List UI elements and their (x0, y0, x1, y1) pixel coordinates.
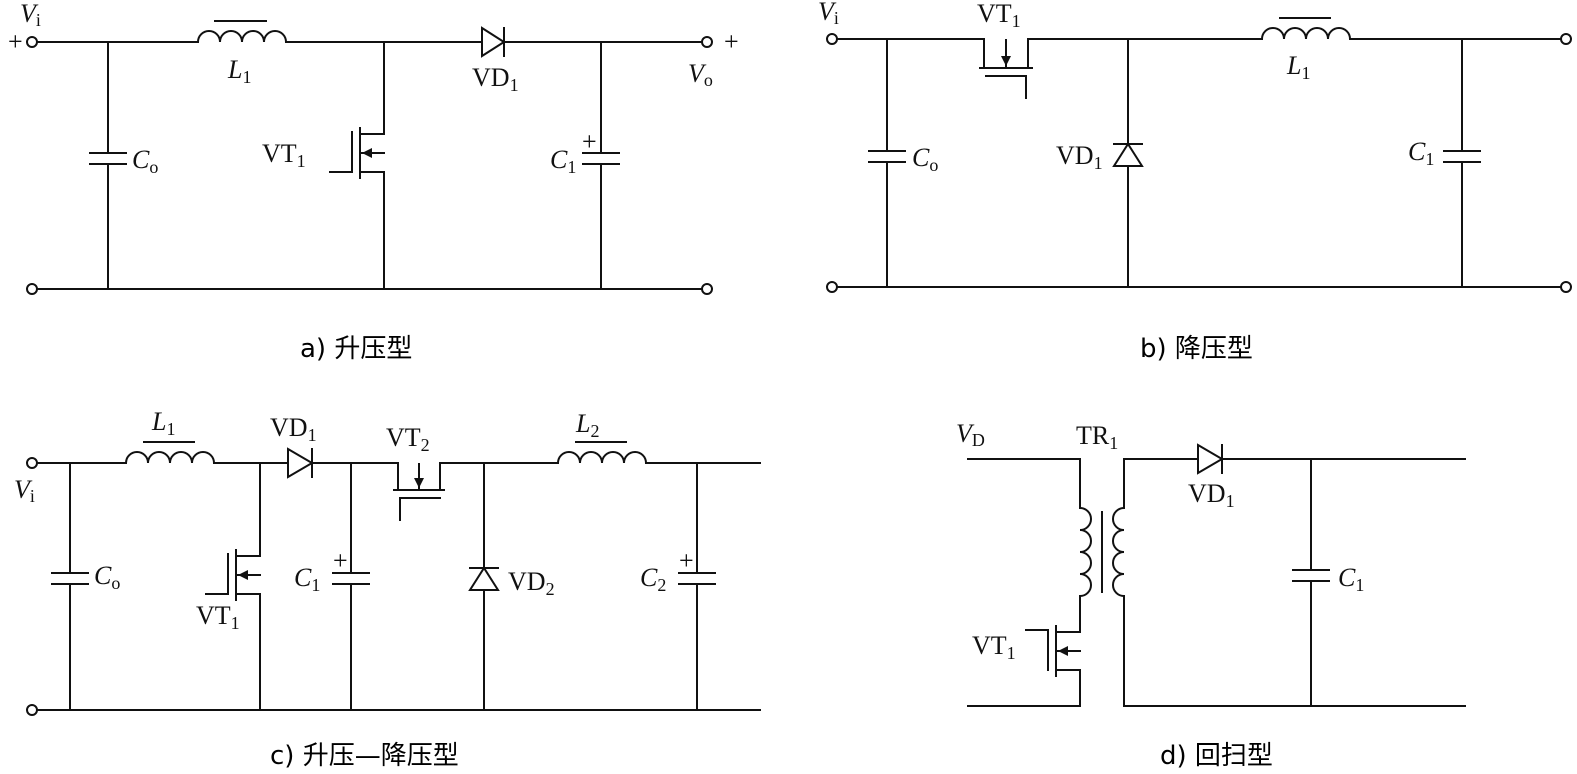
inductor-l1-label: L1 (1286, 51, 1310, 83)
inductor-l2 (556, 451, 648, 465)
mosfet-vt1 (329, 41, 385, 290)
diode-vd1 (1112, 38, 1144, 288)
caption-d: d) 回扫型 (1160, 741, 1273, 771)
vin-label: Vi (14, 475, 35, 506)
diode-vd1 (287, 447, 314, 479)
capacitor-c1-polarity: + (333, 546, 348, 575)
vin-label: Vi (20, 0, 41, 30)
mosfet-vt1-label: VT1 (262, 139, 306, 171)
capacitor-c1-label: C1 (1408, 137, 1434, 169)
transformer-secondary (1112, 506, 1126, 598)
capacitor-co (868, 38, 906, 288)
terminal-vin-plus (26, 36, 38, 48)
capacitor-c2-label: C2 (640, 563, 666, 595)
diode-vd1-label: VD1 (270, 413, 317, 445)
vout-label: Vo (688, 59, 713, 90)
transformer-tr1-label: TR1 (1076, 421, 1118, 453)
inductor-l1-label: L1 (151, 407, 175, 439)
terminal-vout-plus (1560, 33, 1572, 45)
inductor-l1 (196, 30, 288, 44)
capacitor-c2 (678, 462, 716, 711)
terminal-vin-minus (26, 704, 38, 716)
caption-b: b) 降压型 (1140, 334, 1253, 364)
terminal-vin-minus (826, 281, 838, 293)
mosfet-vt1-label: VT1 (196, 601, 240, 633)
mosfet-vt1 (967, 625, 1081, 707)
panel-a-boost: + + Vi Vo L1 VD1 VT1 Co C1 + a) 升压型 (8, 0, 739, 364)
capacitor-c1-polarity: + (582, 127, 597, 156)
diode-vd1-label: VD1 (1056, 141, 1103, 173)
mosfet-vt1 (979, 38, 1033, 99)
mosfet-vt2 (393, 462, 445, 521)
capacitor-co-label: Co (132, 145, 158, 177)
diode-vd1-label: VD1 (472, 63, 519, 95)
caption-c: c) 升压—降压型 (270, 741, 459, 771)
vin-label: Vi (818, 0, 839, 28)
capacitor-co (89, 41, 127, 290)
capacitor-c1 (1443, 38, 1481, 288)
diode-vd1-label: VD1 (1188, 479, 1235, 511)
inductor-l1-label: L1 (227, 55, 251, 87)
transformer-primary (1078, 506, 1092, 598)
mosfet-vt2-label: VT2 (386, 423, 430, 455)
vd-label: VD (956, 419, 985, 450)
diode-vd1 (481, 26, 506, 58)
terminal-vout-minus (1560, 281, 1572, 293)
panel-c-buck-boost: Vi L1 VD1 VT2 L2 Co VT1 C1 + VD2 C2 + c)… (14, 407, 761, 771)
capacitor-c1 (1292, 458, 1330, 707)
plus-sign-out: + (724, 27, 739, 56)
terminal-vin-plus (26, 457, 38, 469)
terminal-vin-plus (826, 33, 838, 45)
capacitor-c1-label: C1 (294, 563, 320, 595)
capacitor-c1-label: C1 (1338, 563, 1364, 595)
panel-b-buck: Vi VT1 L1 VD1 Co C1 b) 降压型 (818, 0, 1572, 364)
inductor-l2-label: L2 (575, 409, 599, 441)
capacitor-c1-label: C1 (550, 145, 576, 177)
plus-sign-in: + (8, 27, 23, 56)
capacitor-co-label: Co (94, 561, 120, 593)
mosfet-vt1-label: VT1 (977, 0, 1021, 31)
mosfet-vt1-label: VT1 (972, 631, 1016, 663)
mosfet-vt1 (205, 462, 261, 711)
capacitor-c2-polarity: + (679, 546, 694, 575)
panel-d-flyback: VD TR1 VD1 VT1 C1 d) 回扫型 (956, 419, 1466, 771)
capacitor-co-label: Co (912, 143, 938, 175)
diode-vd2-label: VD2 (508, 567, 555, 599)
capacitor-c1 (332, 462, 370, 711)
diode-vd1 (1197, 443, 1224, 475)
capacitor-co (51, 462, 89, 711)
diode-vd2 (468, 462, 500, 711)
terminal-vout-minus (701, 283, 713, 295)
caption-a: a) 升压型 (300, 334, 412, 364)
inductor-l1 (1260, 27, 1352, 41)
terminal-vout-plus (701, 36, 713, 48)
inductor-l1 (124, 451, 216, 465)
terminal-vin-minus (26, 283, 38, 295)
capacitor-c1 (582, 41, 620, 290)
